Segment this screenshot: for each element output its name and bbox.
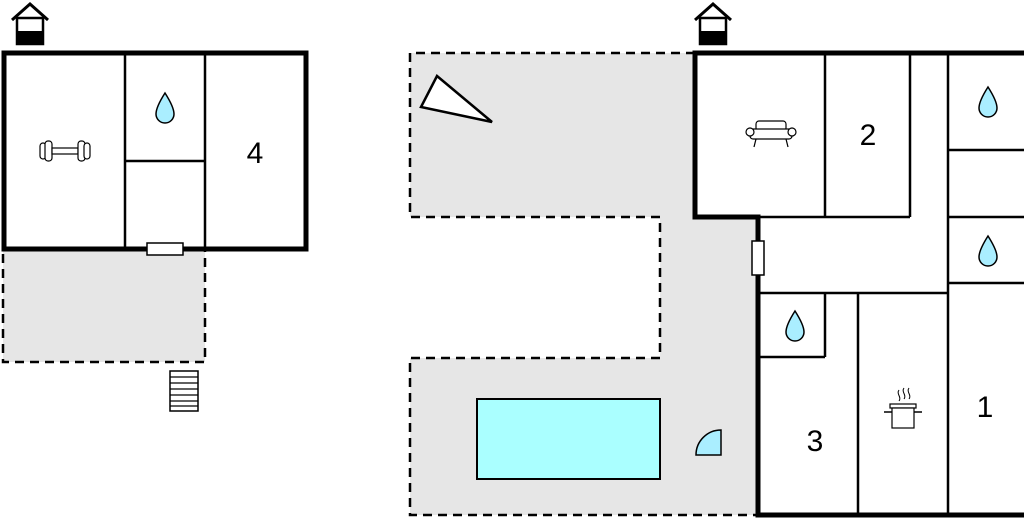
left-building: 4 [1, 1, 309, 412]
dumbbell-icon [39, 140, 91, 162]
water-drop-icon [978, 85, 998, 118]
room-label: 3 [807, 425, 824, 458]
house-icon [694, 1, 732, 46]
water-drop-icon [978, 234, 998, 267]
sofa-icon [745, 120, 797, 148]
room-label: 4 [247, 137, 264, 170]
right-terrace-border [408, 51, 758, 517]
right-building-fill [695, 53, 1024, 515]
room-label: 1 [977, 391, 994, 424]
pool [476, 398, 661, 480]
water-drop-icon [785, 309, 805, 342]
cooking-pot-icon [884, 387, 922, 429]
door-icon [146, 242, 184, 256]
stairs-icon [169, 370, 199, 412]
water-drop-icon [155, 91, 175, 124]
room-label: 2 [860, 119, 877, 152]
house-icon [11, 1, 49, 46]
garden-triangle-icon [419, 74, 493, 124]
door-icon [751, 240, 765, 276]
left-terrace [1, 248, 207, 364]
right-building-outline [692, 50, 1024, 518]
right-building: 2 3 1 [408, 1, 1024, 518]
shower-icon [695, 429, 722, 456]
